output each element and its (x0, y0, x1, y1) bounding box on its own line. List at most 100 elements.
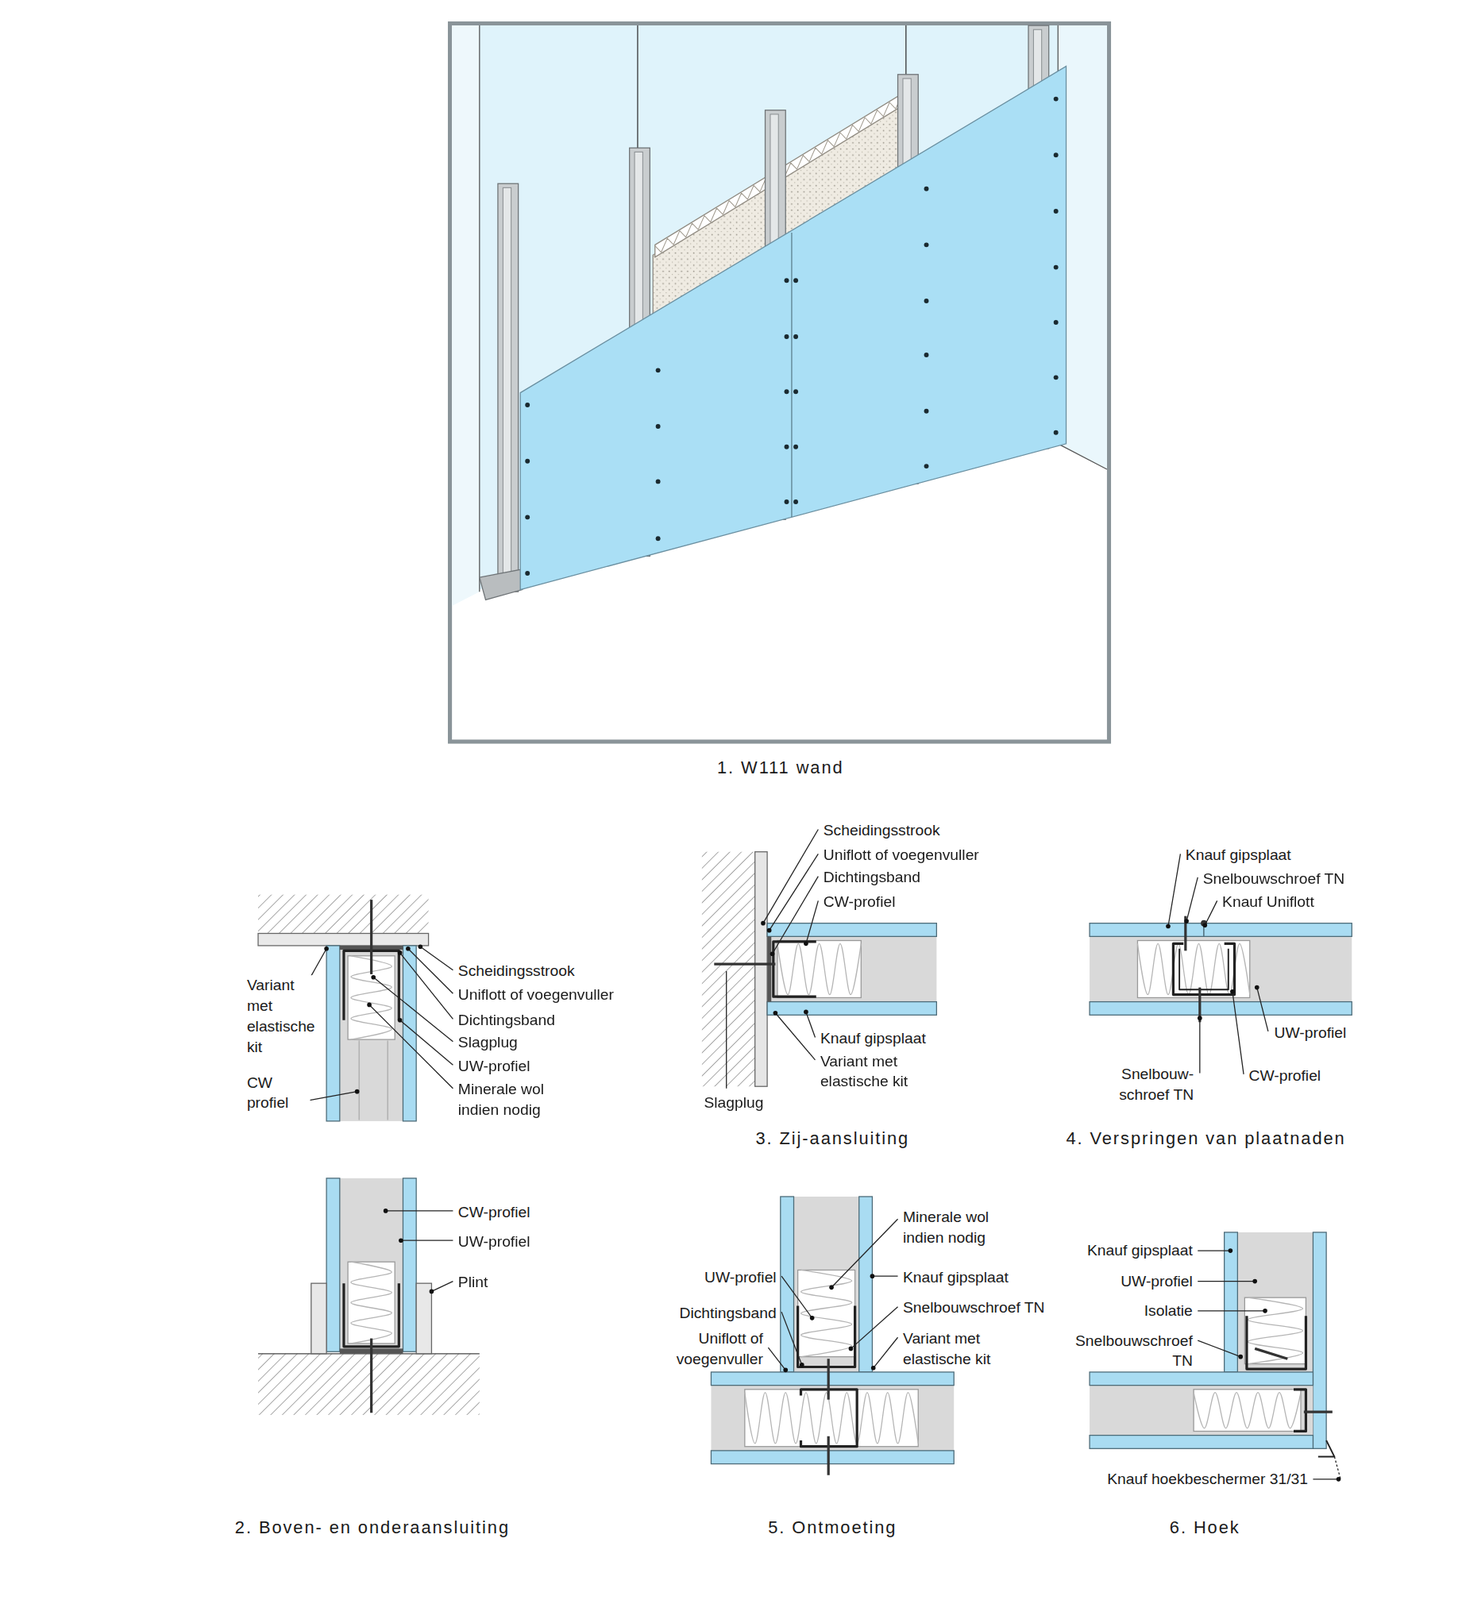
leader-dot (870, 1273, 876, 1279)
part-label: Variant met elastische kit (817, 1050, 934, 1092)
part-label: CW-profiel (821, 891, 898, 913)
leader-line (1186, 877, 1198, 922)
screw-head (924, 352, 930, 358)
leader-dot (803, 941, 809, 947)
screw (713, 962, 776, 965)
leader-dot (405, 946, 411, 952)
leader-dot (767, 928, 772, 934)
screw-head (793, 277, 799, 283)
gypsum-board (767, 1002, 937, 1016)
leader-dot (810, 1315, 815, 1321)
stud-cavity (794, 1196, 860, 1373)
screw-head (655, 536, 661, 541)
stud-cavity (1089, 936, 1352, 1002)
frame (450, 23, 1110, 742)
leader-dot (383, 1208, 389, 1214)
mineral-wool (1193, 1389, 1301, 1432)
leader-line (400, 952, 454, 1020)
stud-cavity (339, 1178, 404, 1352)
screw-head (793, 499, 799, 505)
screw (1254, 1348, 1288, 1359)
part-label: Uniflott of voegenvuller (821, 844, 981, 866)
gypsum-board (859, 1196, 873, 1373)
board-seam (790, 232, 792, 517)
gypsum-board (1089, 1435, 1313, 1450)
leader-dot (1165, 924, 1171, 930)
figure-caption: 3. Zij-aansluiting (753, 1129, 912, 1150)
leader-dot (1202, 922, 1208, 928)
screw-head (1053, 320, 1059, 325)
ceiling-finish (258, 933, 429, 946)
uw-track (479, 569, 523, 601)
screw-head (924, 408, 930, 414)
part-label: Uniflott of voegenvuller (455, 984, 616, 1006)
hanger-wire (905, 25, 907, 80)
part-label: CW-profiel (1246, 1064, 1324, 1086)
part-label: UW-profiel (455, 1056, 533, 1077)
leader-dot (398, 1238, 404, 1243)
cw-profile (1293, 1389, 1306, 1432)
gypsum-board (402, 1178, 417, 1352)
gypsum-board (1089, 1372, 1313, 1386)
leader-line (1312, 1478, 1339, 1480)
leader-line (301, 1091, 357, 1103)
leader-line (831, 1218, 899, 1288)
leader-dot (1228, 1248, 1234, 1254)
part-label: UW-profiel (1272, 1022, 1349, 1043)
gypsum-board (710, 1372, 954, 1386)
uw-profile (798, 1305, 856, 1367)
skirting (416, 1283, 432, 1354)
part-label: Knauf Uniflott (1220, 891, 1317, 913)
floor (258, 1353, 480, 1416)
screw (370, 1338, 373, 1414)
leader-dot (1262, 1308, 1268, 1314)
part-label: Minerale wol indien nodig (455, 1079, 572, 1120)
leader-line (1257, 987, 1269, 1032)
screw-head (1053, 96, 1059, 102)
part-label: Dichtingsband (821, 867, 922, 888)
gypsum-board (520, 66, 1066, 591)
part-label: Knauf hoekbeschermer 31/31 (1105, 1469, 1311, 1490)
masonry-wall (702, 852, 756, 1087)
screw-head (524, 459, 530, 464)
leader-line (400, 1020, 454, 1066)
part-label: Scheidingsstrook (821, 820, 942, 841)
leader-line (725, 971, 727, 1089)
gypsum-board (767, 923, 937, 938)
mineral-wool (347, 1261, 395, 1344)
part-label: Dichtingsband (677, 1303, 779, 1324)
part-label: UW-profiel (1118, 1271, 1196, 1293)
screw-head (655, 367, 661, 373)
cw-profile (358, 1040, 360, 1120)
corner-bead (1318, 1440, 1335, 1458)
screw-head (793, 444, 799, 450)
leader-line (763, 829, 818, 923)
side-wall (451, 25, 480, 606)
leader-line (871, 1276, 898, 1277)
screw-head (784, 389, 790, 394)
part-label: Knauf gipsplaat (900, 1267, 1011, 1289)
screw-head (924, 186, 930, 192)
gypsum-board (402, 945, 417, 1122)
leader-line (1168, 853, 1181, 926)
leader-dot (417, 944, 423, 949)
leader-dot (370, 975, 376, 980)
cw-profile (1172, 943, 1235, 995)
leader-line (1199, 1018, 1200, 1073)
cw-profile (387, 1040, 389, 1120)
leader-dot (770, 951, 776, 957)
screw-head (784, 444, 790, 450)
leader-line (1197, 1310, 1266, 1312)
leader-line (772, 876, 819, 955)
cw-profile (773, 941, 817, 997)
part-label: Knauf gipsplaat (1084, 1240, 1195, 1262)
leader-dot (803, 1010, 809, 1015)
leader-line (1334, 1457, 1341, 1480)
wool-texture (777, 943, 861, 995)
screw-head (1053, 265, 1059, 271)
part-label: UW-profiel (455, 1231, 533, 1253)
part-label: Minerale wol indien nodig (900, 1207, 1017, 1248)
screw-head (793, 334, 799, 340)
leader-dot (324, 946, 329, 952)
mineral-wool (1137, 941, 1250, 999)
